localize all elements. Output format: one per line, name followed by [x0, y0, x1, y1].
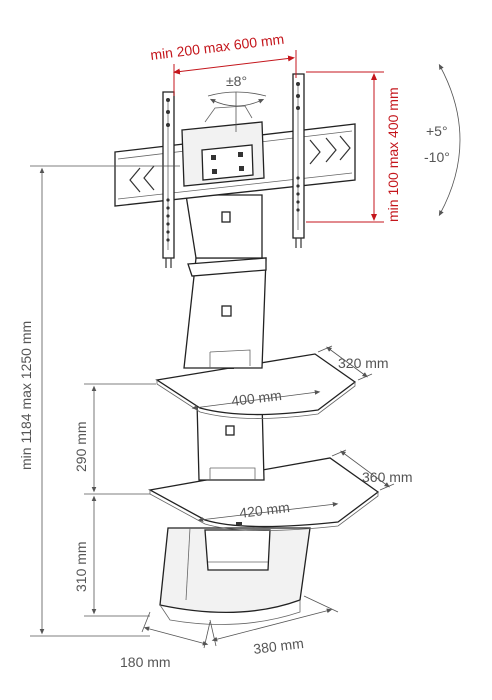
upper-shelf-width-label: 400 mm — [230, 387, 282, 409]
tilt-down-label: -10° — [424, 149, 450, 165]
vesa-height-dimension: min 100 max 400 mm — [306, 71, 401, 223]
base-width-dimension: 380 mm — [209, 595, 339, 657]
tilt-up-label: +5° — [426, 123, 448, 139]
base — [159, 527, 311, 625]
lower-shelf-dimensions: 360 mm 420 mm — [197, 449, 413, 523]
base-depth-label: 180 mm — [120, 654, 171, 670]
lower-shelf-width-label: 420 mm — [238, 499, 290, 521]
swivel-indicator: ±8° — [207, 73, 267, 132]
column-upper — [183, 194, 267, 369]
vesa-height-label: min 100 max 400 mm — [385, 87, 401, 222]
base-height-dimension: 310 mm — [73, 495, 150, 617]
shelf-gap-dimension: 290 mm — [73, 383, 156, 495]
base-height-label: 310 mm — [73, 541, 89, 592]
total-height-label: min 1184 max 1250 mm — [18, 321, 34, 470]
upper-shelf-dimensions: 320 mm 400 mm — [191, 345, 389, 410]
shelf-gap-label: 290 mm — [73, 421, 89, 472]
vesa-width-label: min 200 max 600 mm — [149, 31, 285, 63]
swivel-label: ±8° — [226, 73, 247, 89]
mount-bracket — [114, 73, 356, 268]
lower-shelf-depth-label: 360 mm — [362, 469, 413, 485]
vesa-width-dimension: min 200 max 600 mm — [149, 31, 297, 96]
total-height-dimension: min 1184 max 1250 mm — [18, 165, 180, 637]
base-width-label: 380 mm — [252, 635, 304, 657]
tilt-indicator: +5° -10° — [424, 63, 461, 217]
base-depth-dimension: 180 mm — [120, 611, 211, 670]
upper-shelf-depth-label: 320 mm — [338, 355, 389, 371]
